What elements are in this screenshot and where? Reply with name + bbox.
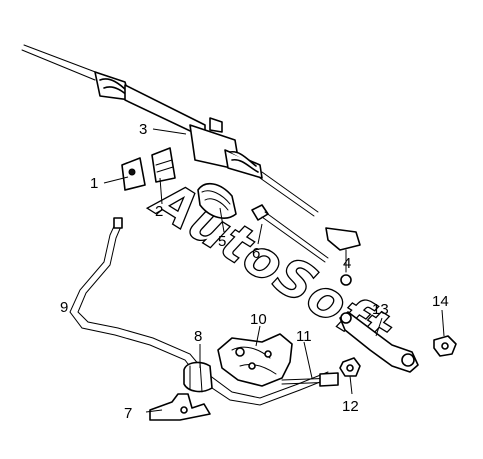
tie-rod [251,204,329,263]
pivot-bushing [433,335,457,357]
nut [339,357,361,377]
control-arm [339,311,419,373]
tie-rod-end [325,227,361,286]
callout-12: 12 [342,398,359,415]
callout-10: 10 [250,311,267,328]
bushing-clamp [149,393,211,421]
callout-3: 3 [139,121,147,138]
stabilizer-bar [69,217,331,406]
threaded-link [281,372,339,387]
callout-13: 13 [372,301,389,318]
callout-14: 14 [432,293,449,310]
callout-8: 8 [194,328,202,345]
callout-labels: 1 2 3 4 5 6 7 8 9 10 11 12 13 14 [60,121,449,422]
callout-6: 6 [252,245,260,262]
callout-4: 4 [343,255,351,272]
callout-11: 11 [296,328,312,345]
callout-2: 2 [155,203,163,220]
steering-rack [21,44,319,217]
callout-7: 7 [124,405,132,422]
leader-lines [103,128,445,413]
mounting-bracket [121,147,176,191]
callout-1: 1 [90,175,98,192]
mounting-plate [217,333,293,387]
callout-5: 5 [218,233,226,250]
stabilizer-bushing [183,361,213,393]
callout-9: 9 [60,299,68,316]
rack-bushing [197,183,237,219]
